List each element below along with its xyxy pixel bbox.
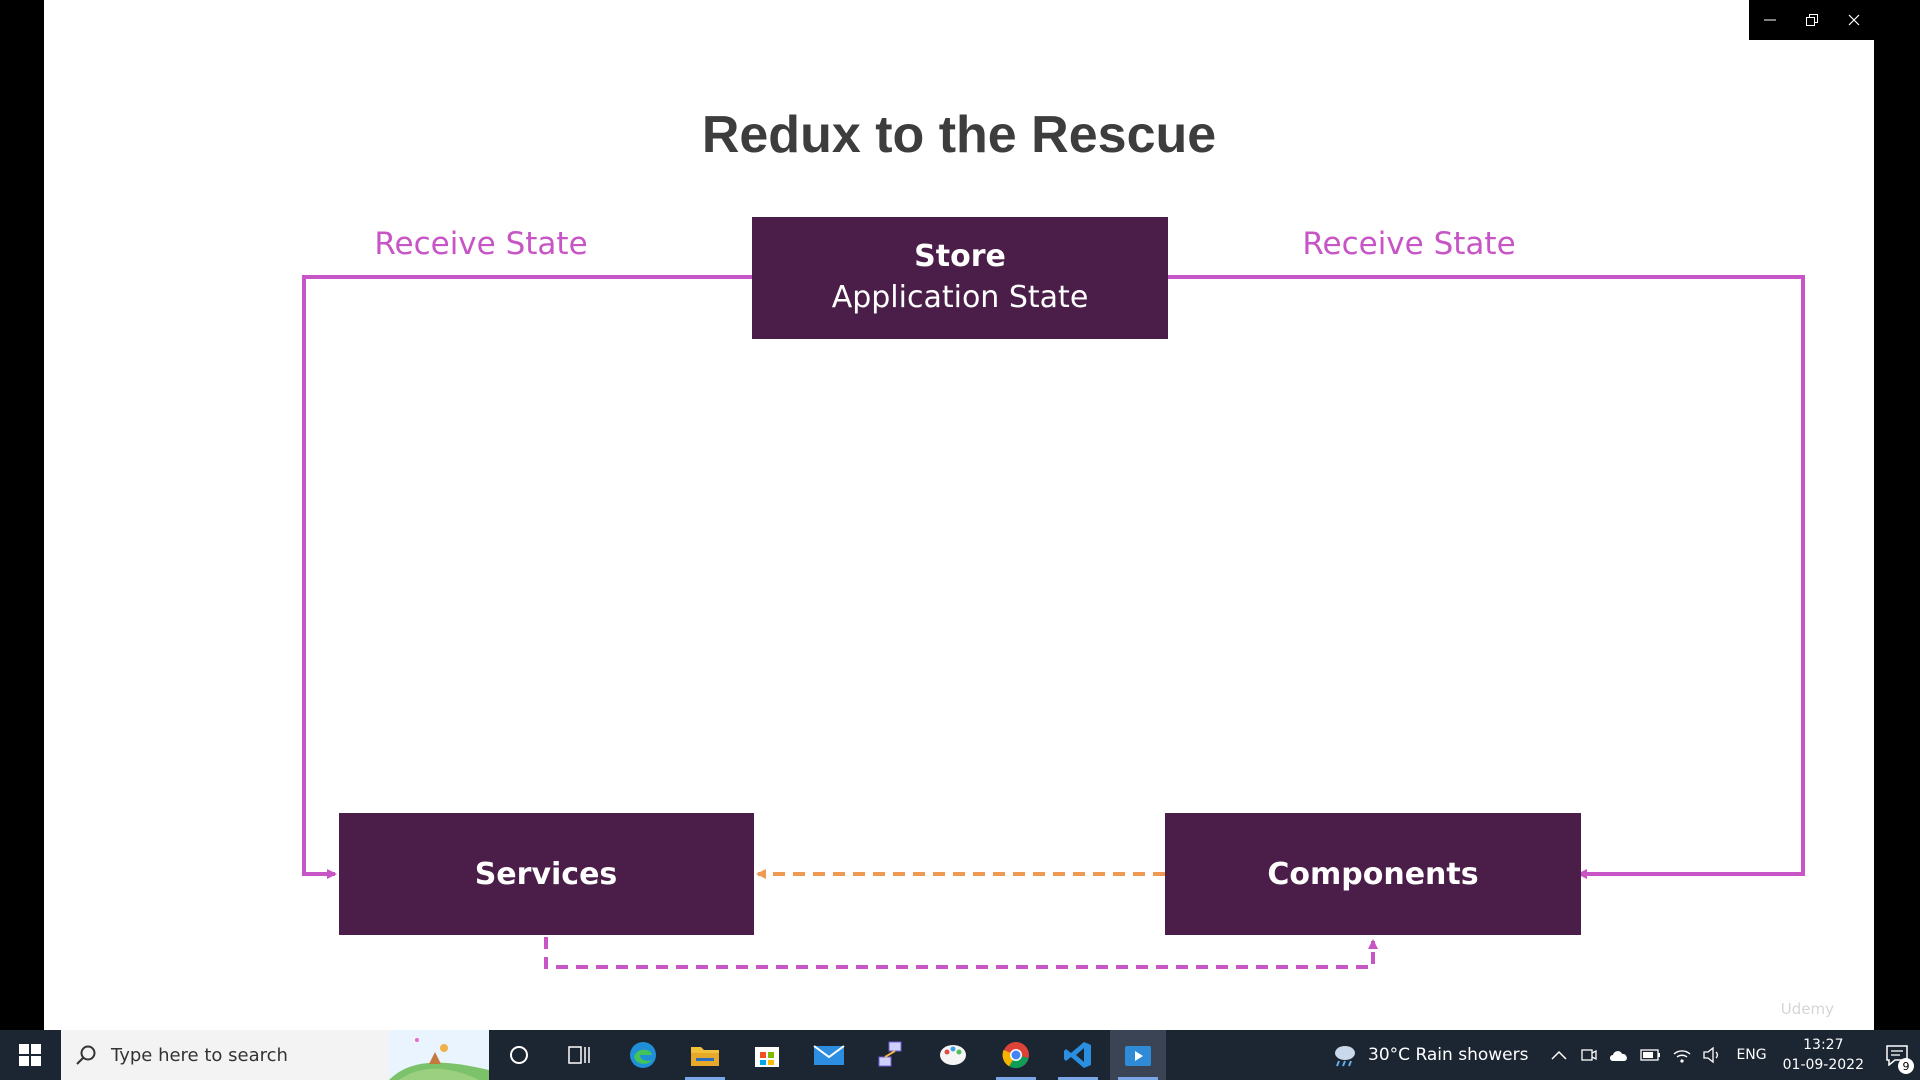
task-view-icon	[568, 1046, 590, 1064]
search-highlight-illustration-icon	[389, 1030, 489, 1080]
chrome-icon	[1002, 1042, 1029, 1069]
slide-canvas: Redux to the Rescue Receive State Receiv…	[44, 0, 1874, 1030]
running-indicator	[685, 1077, 725, 1080]
meet-now-icon[interactable]	[1580, 1046, 1598, 1064]
vscode-icon	[1064, 1042, 1091, 1068]
clock[interactable]: 13:27 01-09-2022	[1783, 1035, 1864, 1075]
redux-diagram: Redux to the Rescue Receive State Receiv…	[302, 106, 1834, 1018]
receive-state-right-label: Receive State	[1302, 226, 1515, 262]
services-to-components-dashed-arrow	[544, 937, 1378, 969]
edge-icon	[630, 1042, 656, 1068]
system-tray: 30°C Rain showers ENG 13:27 01-09-2022	[1330, 1030, 1920, 1080]
language-indicator[interactable]: ENG	[1736, 1047, 1767, 1063]
mail-icon	[813, 1045, 845, 1065]
weather-rain-icon	[1335, 1046, 1356, 1067]
taskbar-app-media-player[interactable]	[1110, 1030, 1166, 1080]
search-placeholder: Type here to search	[111, 1044, 288, 1066]
clock-date: 01-09-2022	[1782, 1057, 1864, 1073]
window-controls	[1749, 0, 1875, 40]
udemy-watermark: Udemy	[1781, 1000, 1834, 1018]
paint-icon	[940, 1045, 966, 1065]
wifi-icon[interactable]	[1672, 1046, 1692, 1064]
components-label: Components	[1267, 857, 1478, 892]
taskbar-app-file-explorer[interactable]	[677, 1030, 733, 1080]
store-icon	[755, 1047, 779, 1067]
taskbar-app-mail[interactable]	[801, 1030, 857, 1080]
search-icon	[76, 1045, 96, 1065]
notification-count-badge: 9	[1898, 1058, 1914, 1074]
media-player-icon	[1125, 1046, 1151, 1066]
components-box: Components	[1165, 813, 1581, 935]
receive-state-right-line	[1168, 275, 1805, 879]
minimize-icon[interactable]	[1749, 0, 1791, 40]
receive-state-left-line	[302, 275, 752, 879]
clock-time: 13:27	[1803, 1037, 1844, 1053]
start-button[interactable]	[2, 1030, 58, 1080]
store-title: Store	[914, 239, 1006, 274]
network-tool-icon	[878, 1041, 902, 1067]
running-indicator	[1118, 1077, 1158, 1080]
receive-state-left-label: Receive State	[374, 226, 587, 262]
close-icon[interactable]	[1833, 0, 1875, 40]
taskbar-app-edge[interactable]	[615, 1030, 671, 1080]
chevron-up-icon[interactable]	[1550, 1048, 1568, 1062]
services-box: Services	[339, 813, 754, 935]
task-view-button[interactable]	[552, 1030, 608, 1080]
file-explorer-icon	[691, 1047, 719, 1066]
running-indicator	[996, 1077, 1036, 1080]
store-subtitle: Application State	[832, 280, 1089, 315]
battery-icon[interactable]	[1640, 1048, 1662, 1062]
taskbar: Type here to search	[0, 1030, 1920, 1080]
taskbar-app-network-tool[interactable]	[863, 1030, 919, 1080]
taskbar-app-chrome[interactable]	[988, 1030, 1044, 1080]
cortana-icon	[510, 1046, 528, 1064]
windows-logo-icon	[19, 1044, 41, 1066]
taskbar-app-paint[interactable]	[925, 1030, 981, 1080]
taskbar-search-box[interactable]: Type here to search	[61, 1030, 489, 1080]
taskbar-app-store[interactable]	[739, 1030, 795, 1080]
onedrive-cloud-icon[interactable]	[1608, 1046, 1630, 1064]
notification-icon	[1886, 1045, 1908, 1066]
store-box: Store Application State	[752, 217, 1168, 339]
taskbar-app-vscode[interactable]	[1050, 1030, 1106, 1080]
running-indicator	[1058, 1077, 1098, 1080]
restore-icon[interactable]	[1791, 0, 1833, 40]
services-label: Services	[475, 857, 618, 892]
volume-icon[interactable]	[1702, 1046, 1722, 1064]
cortana-button[interactable]	[491, 1030, 547, 1080]
slide-title: Redux to the Rescue	[702, 106, 1216, 164]
notification-center-button[interactable]: 9	[1874, 1030, 1920, 1080]
weather-text[interactable]: 30°C Rain showers	[1368, 1045, 1529, 1065]
